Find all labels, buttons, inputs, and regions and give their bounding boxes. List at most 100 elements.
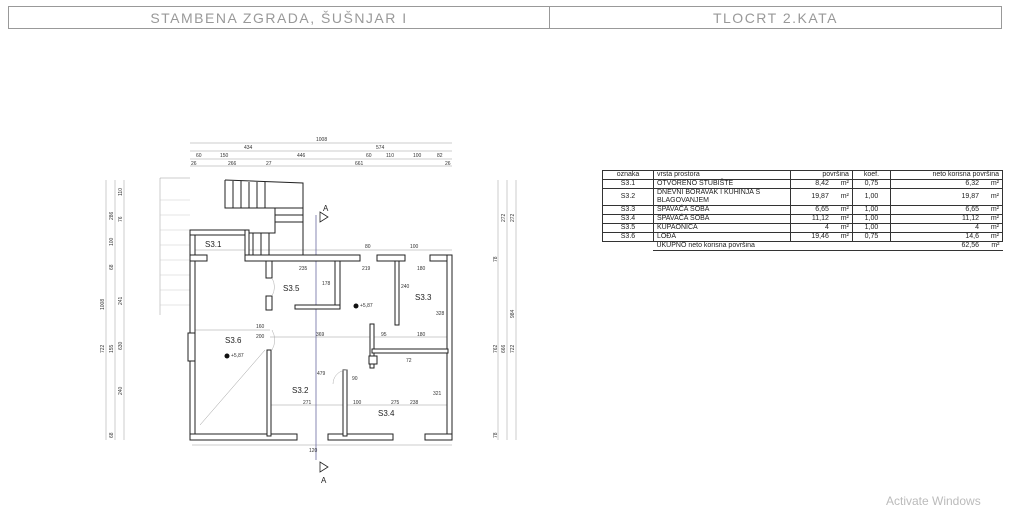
row-net-unit: m² [982, 223, 1003, 233]
row-net-unit: m² [982, 205, 1003, 215]
row-name: OTVORENO STUBIŠTE [652, 179, 791, 189]
dim-text: 160 [256, 324, 265, 330]
dim-text: 235 [299, 266, 308, 272]
row-area: 11,12 [789, 214, 832, 224]
dim-text: 26 [445, 161, 451, 167]
dim-text: 241 [118, 296, 124, 305]
dim-text: 369 [316, 332, 325, 338]
dim-text: 984 [510, 309, 516, 318]
dim-text: 95 [381, 332, 387, 338]
header-area: površina [789, 170, 853, 180]
project-title: STAMBENA ZGRADA, ŠUŠNJAR I [9, 7, 550, 28]
room-labels: S3.1 S3.2 S3.3 S3.4 S3.5 S3.6 [205, 240, 432, 418]
dim-text: 479 [317, 371, 326, 377]
row-net-unit: m² [982, 232, 1003, 242]
row-id: S3.6 [602, 232, 654, 242]
row-area: 8,42 [789, 179, 832, 189]
row-area-unit: m² [831, 214, 853, 224]
dim-text: 72 [406, 358, 412, 364]
dim-text: 100 [353, 400, 362, 406]
header-name: vrsta prostora [652, 170, 791, 180]
dim-text: 60 [196, 153, 202, 159]
header-net: neto korisna površina [890, 170, 1003, 180]
dim-text: 150 [220, 153, 229, 159]
top-dimensions: 1008 434 574 60 150 446 60 110 100 82 26… [191, 137, 451, 167]
dim-text: 27 [266, 161, 272, 167]
row-name: LOĐA [652, 232, 791, 242]
row-area-unit: m² [831, 223, 853, 233]
dim-text: 60 [366, 153, 372, 159]
dim-text: 26 [191, 161, 197, 167]
row-id: S3.5 [602, 223, 654, 233]
dim-text: 120 [309, 448, 318, 454]
dim-text: 661 [355, 161, 364, 167]
level-icon [353, 303, 359, 309]
dim-text: 68 [109, 432, 115, 438]
row-net-unit: m² [982, 179, 1003, 189]
dim-text: 219 [362, 266, 371, 272]
dim-text: 110 [118, 188, 124, 196]
row-name: SPAVAĆA SOBA [652, 205, 791, 215]
total-label: UKUPNO neto korisna površina [653, 241, 891, 251]
dim-text: 722 [100, 344, 106, 353]
dim-text: 266 [228, 161, 237, 167]
dim-text: 286 [109, 211, 115, 220]
dim-text: 100 [413, 153, 422, 159]
row-coef: 1,00 [851, 214, 892, 224]
dim-text: 272 [510, 213, 516, 222]
row-name: SPAVAĆA SOBA [652, 214, 791, 224]
room-label: S3.6 [225, 336, 242, 345]
row-net: 4 [890, 223, 982, 233]
inner-dimensions: 235 219 180 178 240 328 369 180 95 479 2… [256, 244, 445, 454]
section-label-top: A [323, 204, 329, 213]
section-label-bottom: A [321, 476, 327, 485]
row-net: 6,32 [890, 179, 982, 189]
dim-text: 76 [118, 216, 124, 222]
row-area-unit: m² [831, 232, 853, 242]
row-net-unit: m² [982, 214, 1003, 224]
row-net: 6,65 [890, 205, 982, 215]
header-coef: koef. [851, 170, 892, 180]
row-coef: 1,00 [851, 223, 892, 233]
dim-text: 82 [437, 153, 443, 159]
dim-text: 1008 [316, 137, 327, 143]
row-net: 11,12 [890, 214, 982, 224]
dim-text: 275 [391, 400, 400, 406]
table-header-row: oznaka vrsta prostora površina koef. net… [602, 170, 1003, 180]
section-markers: A A [319, 204, 329, 485]
dim-text: 78 [493, 256, 499, 262]
row-id: S3.4 [602, 214, 654, 224]
door-swings [271, 277, 348, 385]
level-icon [224, 353, 230, 359]
dim-text: 90 [352, 376, 358, 382]
row-area: 6,65 [789, 205, 832, 215]
dim-text: 272 [501, 213, 507, 222]
row-area-unit: m² [831, 179, 853, 189]
row-area-unit: m² [831, 205, 853, 215]
activate-windows-watermark: Activate Windows [886, 494, 981, 508]
dim-text: 155 [109, 344, 115, 353]
dim-text: 666 [501, 344, 507, 353]
dim-text: 574 [376, 145, 385, 151]
row-coef: 0,75 [851, 232, 892, 242]
dim-text: 240 [401, 284, 410, 290]
title-block: STAMBENA ZGRADA, ŠUŠNJAR I TLOCRT 2.KATA [8, 6, 1002, 29]
room-label: S3.3 [415, 293, 432, 302]
row-area: 4 [789, 223, 832, 233]
row-name: DNEVNI BORAVAK I KUHINJA S BLAGOVANJEM [652, 188, 791, 206]
loggia-railing [160, 199, 190, 306]
row-id: S3.2 [602, 188, 654, 206]
dim-text: 630 [118, 341, 124, 350]
dim-text: 762 [493, 344, 499, 353]
dim-text: 271 [303, 400, 312, 406]
row-coef: 0,75 [851, 179, 892, 189]
room-label: S3.5 [283, 284, 300, 293]
dim-text: 328 [436, 311, 445, 317]
